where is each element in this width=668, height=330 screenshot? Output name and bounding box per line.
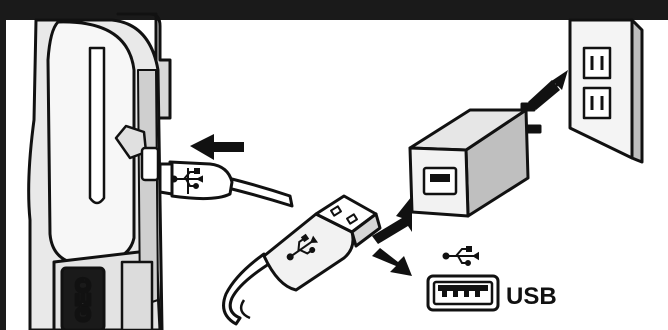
micro-usb-cable-line — [226, 176, 294, 208]
usb-a-cable — [222, 194, 382, 326]
usb-symbol-icon — [170, 168, 203, 189]
usb-symbol-icon — [442, 246, 479, 266]
device-logo-block — [60, 266, 106, 330]
device-slot — [88, 46, 106, 205]
wall-outlet-icon — [568, 18, 644, 164]
usb-port-icon — [426, 274, 500, 312]
wall-adapter — [408, 102, 542, 218]
device: GEO — [27, 12, 172, 330]
usb-port-label: USB — [506, 283, 557, 310]
left-frame-border — [0, 0, 6, 330]
arrow-icon — [190, 134, 244, 160]
arrow-icon — [528, 70, 568, 110]
arrow-icon — [372, 248, 412, 276]
device-lower-window — [120, 260, 154, 330]
device-brand-label: GEO — [73, 278, 95, 322]
usb-symbol-icon — [286, 233, 319, 261]
arrow-icon — [372, 196, 412, 244]
device-micro-usb-port — [140, 146, 160, 182]
port-cover-flap — [114, 124, 148, 160]
device-side-shade — [137, 69, 159, 307]
micro-usb-plug-tip — [158, 162, 174, 196]
top-frame-bar — [0, 0, 668, 20]
micro-usb-cable — [158, 160, 294, 208]
usb-a-cable-line — [222, 252, 274, 326]
